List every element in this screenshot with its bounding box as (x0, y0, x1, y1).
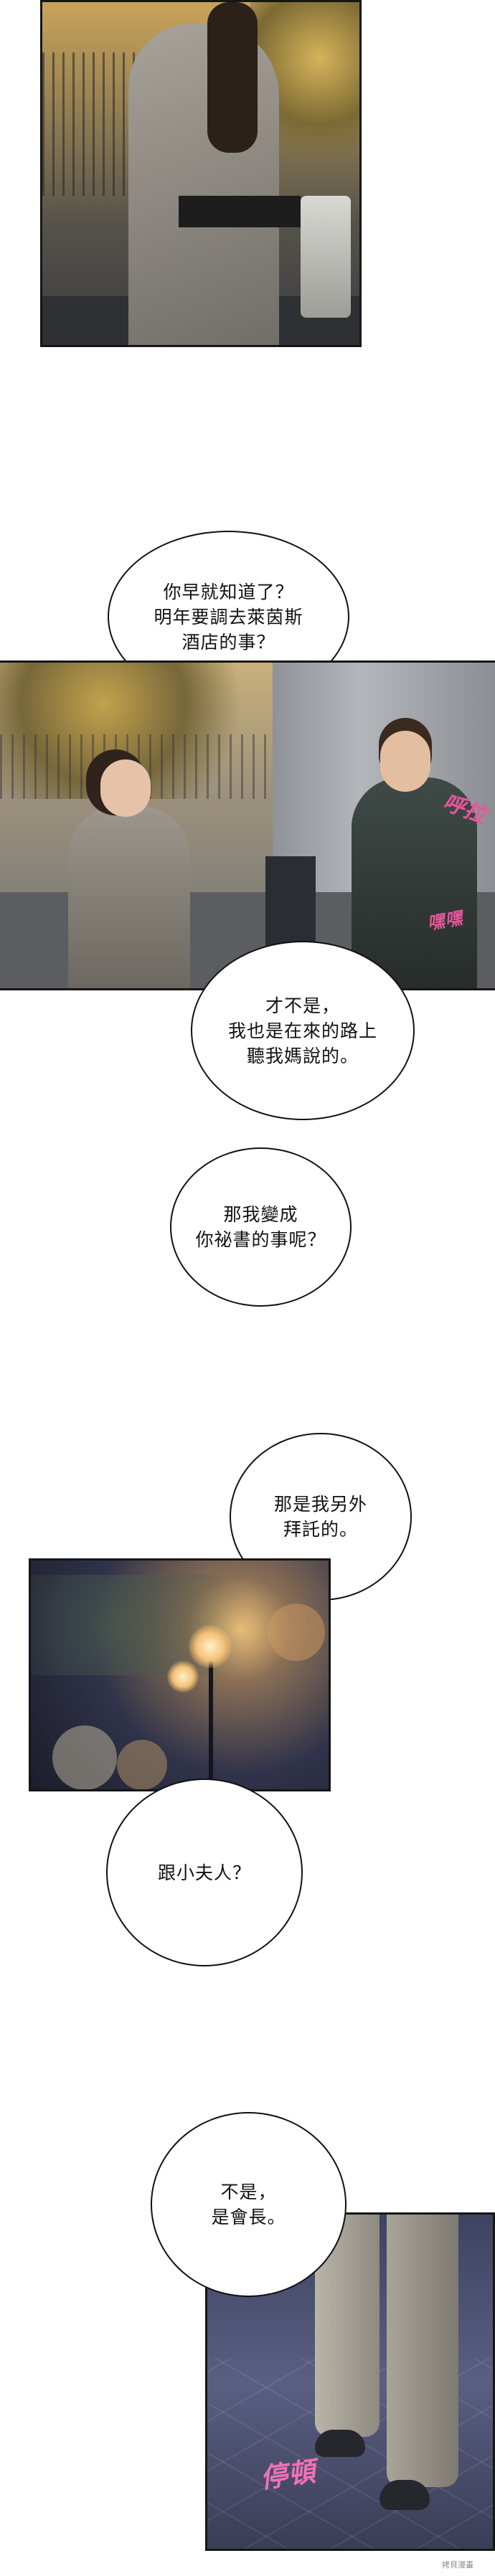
coat-belt (179, 196, 301, 227)
speech-text-6: 不是， 是會長。 (211, 2182, 286, 2227)
trouser-leg (387, 2215, 458, 2487)
woman-ponytail (207, 2, 258, 153)
speech-text-4: 那是我另外 拜託的。 (273, 1494, 367, 1540)
speech-bubble-5: 跟小夫人？ (106, 1779, 303, 1966)
panel-night-lamps (29, 1558, 331, 1791)
shoulder-bag (301, 196, 351, 318)
speech-bubble-6: 不是， 是會長。 (151, 2112, 346, 2297)
bokeh-light (117, 1740, 167, 1789)
woman-figure (68, 806, 190, 988)
lamp-pole (209, 1661, 213, 1789)
man-in-suit (352, 777, 477, 988)
woman-head (100, 759, 151, 817)
speech-text-5: 跟小夫人？ (157, 1862, 251, 1883)
street-lamp (167, 1661, 199, 1692)
bokeh-light (52, 1725, 117, 1789)
panel-feet-stop (205, 2212, 495, 2551)
bokeh-light (268, 1604, 325, 1661)
watermark: 拷貝漫畫 (442, 2560, 473, 2570)
shoe (315, 2430, 365, 2457)
panel-woman-walking (40, 0, 362, 347)
signpost (265, 856, 316, 950)
speech-text-3: 那我變成 你祕書的事呢？ (195, 1204, 326, 1250)
shoe (380, 2480, 430, 2510)
man-head (380, 731, 430, 792)
speech-text-1: 你早就知道了？ 明年要調去萊茵斯 酒店的事？ (154, 581, 303, 653)
speech-bubble-3: 那我變成 你祕書的事呢？ (170, 1147, 352, 1307)
iron-fence (42, 52, 143, 196)
sfx-text-stop: 停頓 (258, 2454, 319, 2495)
speech-bubble-2: 才不是， 我也是在來的路上 聽我媽說的。 (191, 941, 415, 1120)
panel-street-conversation (0, 660, 495, 990)
speech-text-2: 才不是， 我也是在來的路上 聽我媽說的。 (227, 995, 377, 1066)
street-lamp (189, 1625, 232, 1668)
